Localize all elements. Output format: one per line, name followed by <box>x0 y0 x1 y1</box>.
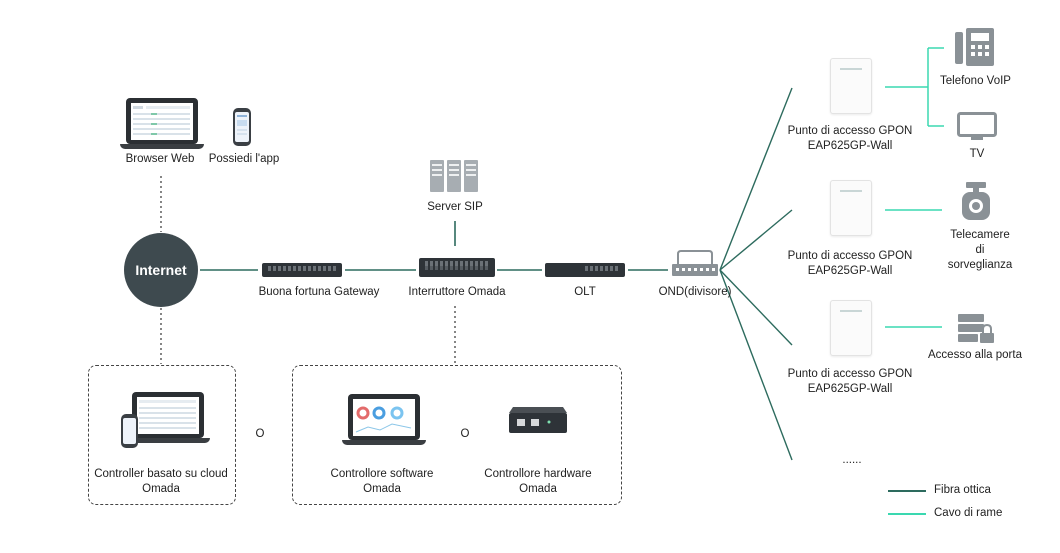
camera-label-2: di <box>975 244 985 256</box>
ond-splitter-icon <box>672 250 718 276</box>
voip-phone-icon <box>955 28 994 66</box>
fiber-more <box>719 269 793 461</box>
ap-3-label-1: Punto di accesso GPON <box>787 368 913 380</box>
ap-1-label-2: EAP625GP-Wall <box>807 140 893 152</box>
ap-2-label-2: EAP625GP-Wall <box>807 265 893 277</box>
ap-2-label-1: Punto di accesso GPON <box>787 250 913 262</box>
ap-1-icon <box>830 58 872 114</box>
camera-label-3: sorveglianza <box>947 259 1013 271</box>
voip-label: Telefono VoIP <box>940 75 1011 87</box>
fiber-ap1 <box>719 87 793 271</box>
omada-switch-label: Interruttore Omada <box>408 286 506 298</box>
ap-1-label-1: Punto di accesso GPON <box>787 125 913 137</box>
or-label-2: O <box>460 428 470 440</box>
browser-web-label: Browser Web <box>125 153 195 165</box>
internet-label: Internet <box>135 262 187 278</box>
ond-label: OND(divisore) <box>658 286 732 298</box>
hardware-controller-icon <box>509 407 567 433</box>
cloud-controller-label-1: Controller basato su cloud <box>94 468 228 480</box>
olt-label: OLT <box>574 286 596 298</box>
hardware-controller-label-1: Controllore hardware <box>484 468 592 480</box>
ap-2-icon <box>830 180 872 236</box>
cloud-controller-label-2: Omada <box>142 483 180 495</box>
gateway-device-icon <box>262 263 342 277</box>
fiber-ap2 <box>719 209 793 271</box>
cloud-controller-box <box>88 365 236 505</box>
software-controller-label-2: Omada <box>363 483 401 495</box>
app-label: Possiedi l'app <box>208 153 280 165</box>
door-access-icon <box>958 314 994 343</box>
door-access-label: Accesso alla porta <box>928 349 1022 361</box>
sip-server-icon <box>430 160 478 192</box>
more-ellipsis: ...... <box>842 454 862 466</box>
camera-label-1: Telecamere <box>950 229 1010 241</box>
ap-3-label-2: EAP625GP-Wall <box>807 383 893 395</box>
olt-device-icon <box>545 263 625 277</box>
legend-fiber-label: Fibra ottica <box>934 484 991 496</box>
security-camera-icon <box>962 182 990 220</box>
tv-label: TV <box>969 148 985 160</box>
local-controller-box <box>292 365 622 505</box>
internet-node: Internet <box>124 233 198 307</box>
legend-copper-label: Cavo di rame <box>934 507 1003 519</box>
sip-server-label: Server SIP <box>427 201 483 213</box>
omada-switch-icon <box>419 258 495 277</box>
app-phone-icon <box>233 108 251 146</box>
fiber-ap3 <box>719 269 793 346</box>
legend-fiber-swatch <box>888 490 926 492</box>
hardware-controller-label-2: Omada <box>519 483 557 495</box>
cloud-phone-icon <box>121 414 138 448</box>
ap-3-icon <box>830 300 872 356</box>
tv-icon <box>957 112 997 140</box>
gateway-label: Buona fortuna Gateway <box>258 286 380 298</box>
software-controller-label-1: Controllore software <box>330 468 434 480</box>
legend-copper-swatch <box>888 513 926 515</box>
or-label-1: O <box>255 428 265 440</box>
